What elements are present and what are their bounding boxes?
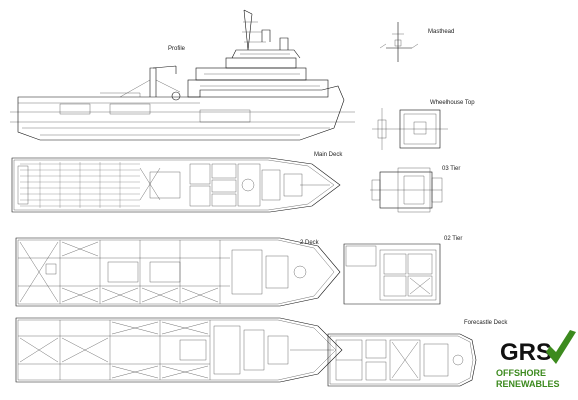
logo-main: GRS [500, 339, 552, 366]
lower-deck-view [15, 317, 343, 383]
wheelhouse-top-label: Wheelhouse Top [430, 100, 475, 106]
logo-check-icon [546, 330, 576, 364]
grs-logo: GRS OFFSHORE RENEWABLES [488, 330, 578, 400]
profile-view: Profile [10, 9, 355, 141]
deck-2-label: 2 Deck [300, 240, 320, 246]
forecastle-deck-label: Forecastle Deck [464, 320, 508, 326]
main-deck-hatch [20, 162, 140, 208]
logo-sub-renewables: RENEWABLES [496, 379, 560, 389]
tier-02-view: 02 Tier [343, 236, 462, 305]
masthead-view: Masthead [379, 22, 454, 62]
profile-label: Profile [168, 46, 186, 52]
deck-2-view: 2 Deck [15, 237, 341, 307]
deck-2-tanks [18, 240, 307, 304]
forecastle-deck-view: Forecastle Deck [327, 320, 508, 387]
wheelhouse-top-view: Wheelhouse Top [372, 100, 475, 150]
main-deck-view: Main Deck [11, 152, 343, 213]
main-deck-label: Main Deck [314, 152, 343, 158]
tier-03-view: 03 Tier [370, 166, 460, 213]
logo-sub-offshore: OFFSHORE [496, 368, 546, 378]
masthead-label: Masthead [428, 29, 454, 35]
tier-02-label: 02 Tier [444, 236, 462, 242]
tier-03-label: 03 Tier [442, 166, 460, 172]
